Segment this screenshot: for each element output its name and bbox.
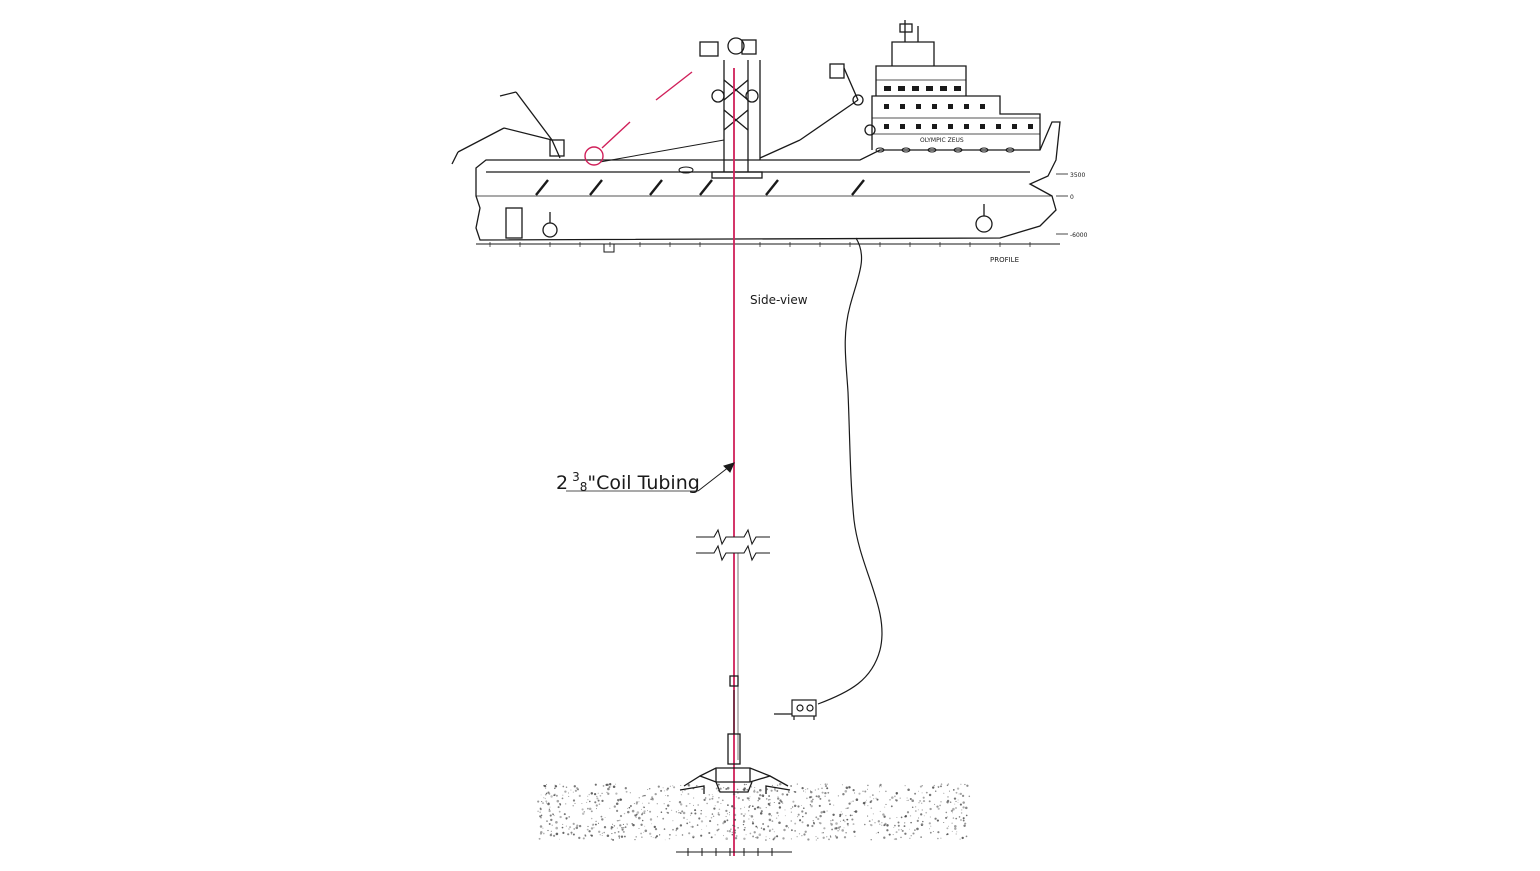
superstructure	[871, 20, 1041, 150]
coil-text: "Coil Tubing	[587, 472, 699, 494]
tower-icon	[699, 37, 763, 179]
seabed-stipple	[537, 782, 971, 841]
ruler-ticks	[489, 242, 1031, 247]
ship-hull	[475, 121, 1061, 241]
ship-icon	[451, 20, 1068, 253]
detail-callout	[584, 71, 693, 166]
portholes	[678, 147, 1015, 174]
deck-hatch-marks	[535, 179, 865, 196]
crane-icon	[451, 91, 565, 165]
coil-tubing	[733, 68, 739, 856]
coil-numerator: 3	[572, 470, 580, 484]
rov-umbilical	[817, 237, 883, 705]
coil-whole: 2	[556, 472, 568, 494]
ship-name-mark: OLYMPIC ZEUS	[920, 137, 964, 144]
break-symbol	[696, 528, 770, 562]
crane-icon	[759, 63, 876, 159]
seabed-template-icon	[679, 675, 791, 794]
thruster-fwd	[975, 204, 993, 233]
draft-mark-bottom: -6000	[1070, 232, 1088, 239]
windows	[884, 86, 1033, 129]
draft-mark-mid: 0	[1070, 194, 1074, 201]
coil-denominator: 8	[580, 480, 588, 494]
coil-tubing-leader	[697, 462, 735, 492]
rov-icon	[774, 699, 817, 720]
profile-label: PROFILE	[990, 256, 1019, 264]
bottom-ruler	[676, 848, 792, 856]
thruster-aft	[505, 207, 558, 239]
side-view-label: Side-view	[750, 293, 808, 307]
draft-mark-top: 3500	[1070, 172, 1085, 179]
